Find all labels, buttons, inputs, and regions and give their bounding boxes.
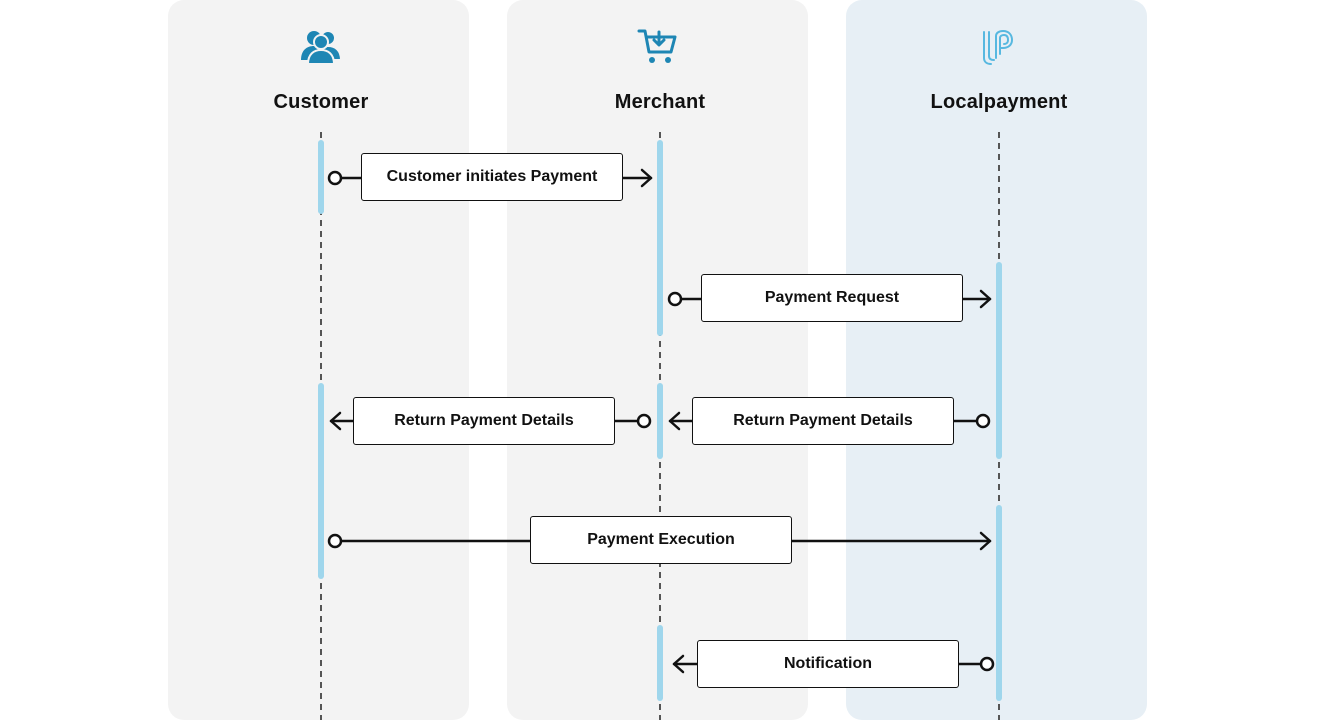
activation-bar-customer-1 <box>318 140 324 214</box>
message-label: Payment Request <box>701 274 963 322</box>
activation-bar-localpayment-1 <box>996 262 1002 459</box>
actor-title-localpayment: Localpayment <box>930 91 1068 113</box>
arrow-origin <box>327 533 343 549</box>
activation-bar-merchant-2 <box>657 383 663 459</box>
arrow-origin <box>636 413 652 429</box>
activation-bar-localpayment-2 <box>996 505 1002 701</box>
message-label: Customer initiates Payment <box>361 153 623 201</box>
activation-bar-merchant-3 <box>657 625 663 701</box>
arrow-head <box>329 411 342 431</box>
arrow-head <box>979 531 992 551</box>
message-label: Notification <box>697 640 959 688</box>
message-label: Return Payment Details <box>353 397 615 445</box>
arrow-origin <box>327 170 343 186</box>
arrow-head <box>668 411 681 431</box>
message-label: Payment Execution <box>530 516 792 564</box>
arrow-origin <box>975 413 991 429</box>
arrow-head <box>672 654 685 674</box>
localpayment-logo-icon <box>983 29 1014 65</box>
shopping-cart-icon <box>637 29 677 63</box>
lane-merchant <box>507 0 808 720</box>
message-label: Return Payment Details <box>692 397 954 445</box>
arrow-head <box>979 289 992 309</box>
activation-bar-merchant-1 <box>657 140 663 336</box>
users-icon <box>301 30 343 65</box>
actor-title-merchant: Merchant <box>614 91 706 113</box>
arrow-origin <box>667 291 683 307</box>
activation-bar-customer-2 <box>318 383 324 579</box>
arrow-head <box>640 168 653 188</box>
arrow-origin <box>979 656 995 672</box>
actor-title-customer: Customer <box>273 91 369 113</box>
lane-customer <box>168 0 469 720</box>
